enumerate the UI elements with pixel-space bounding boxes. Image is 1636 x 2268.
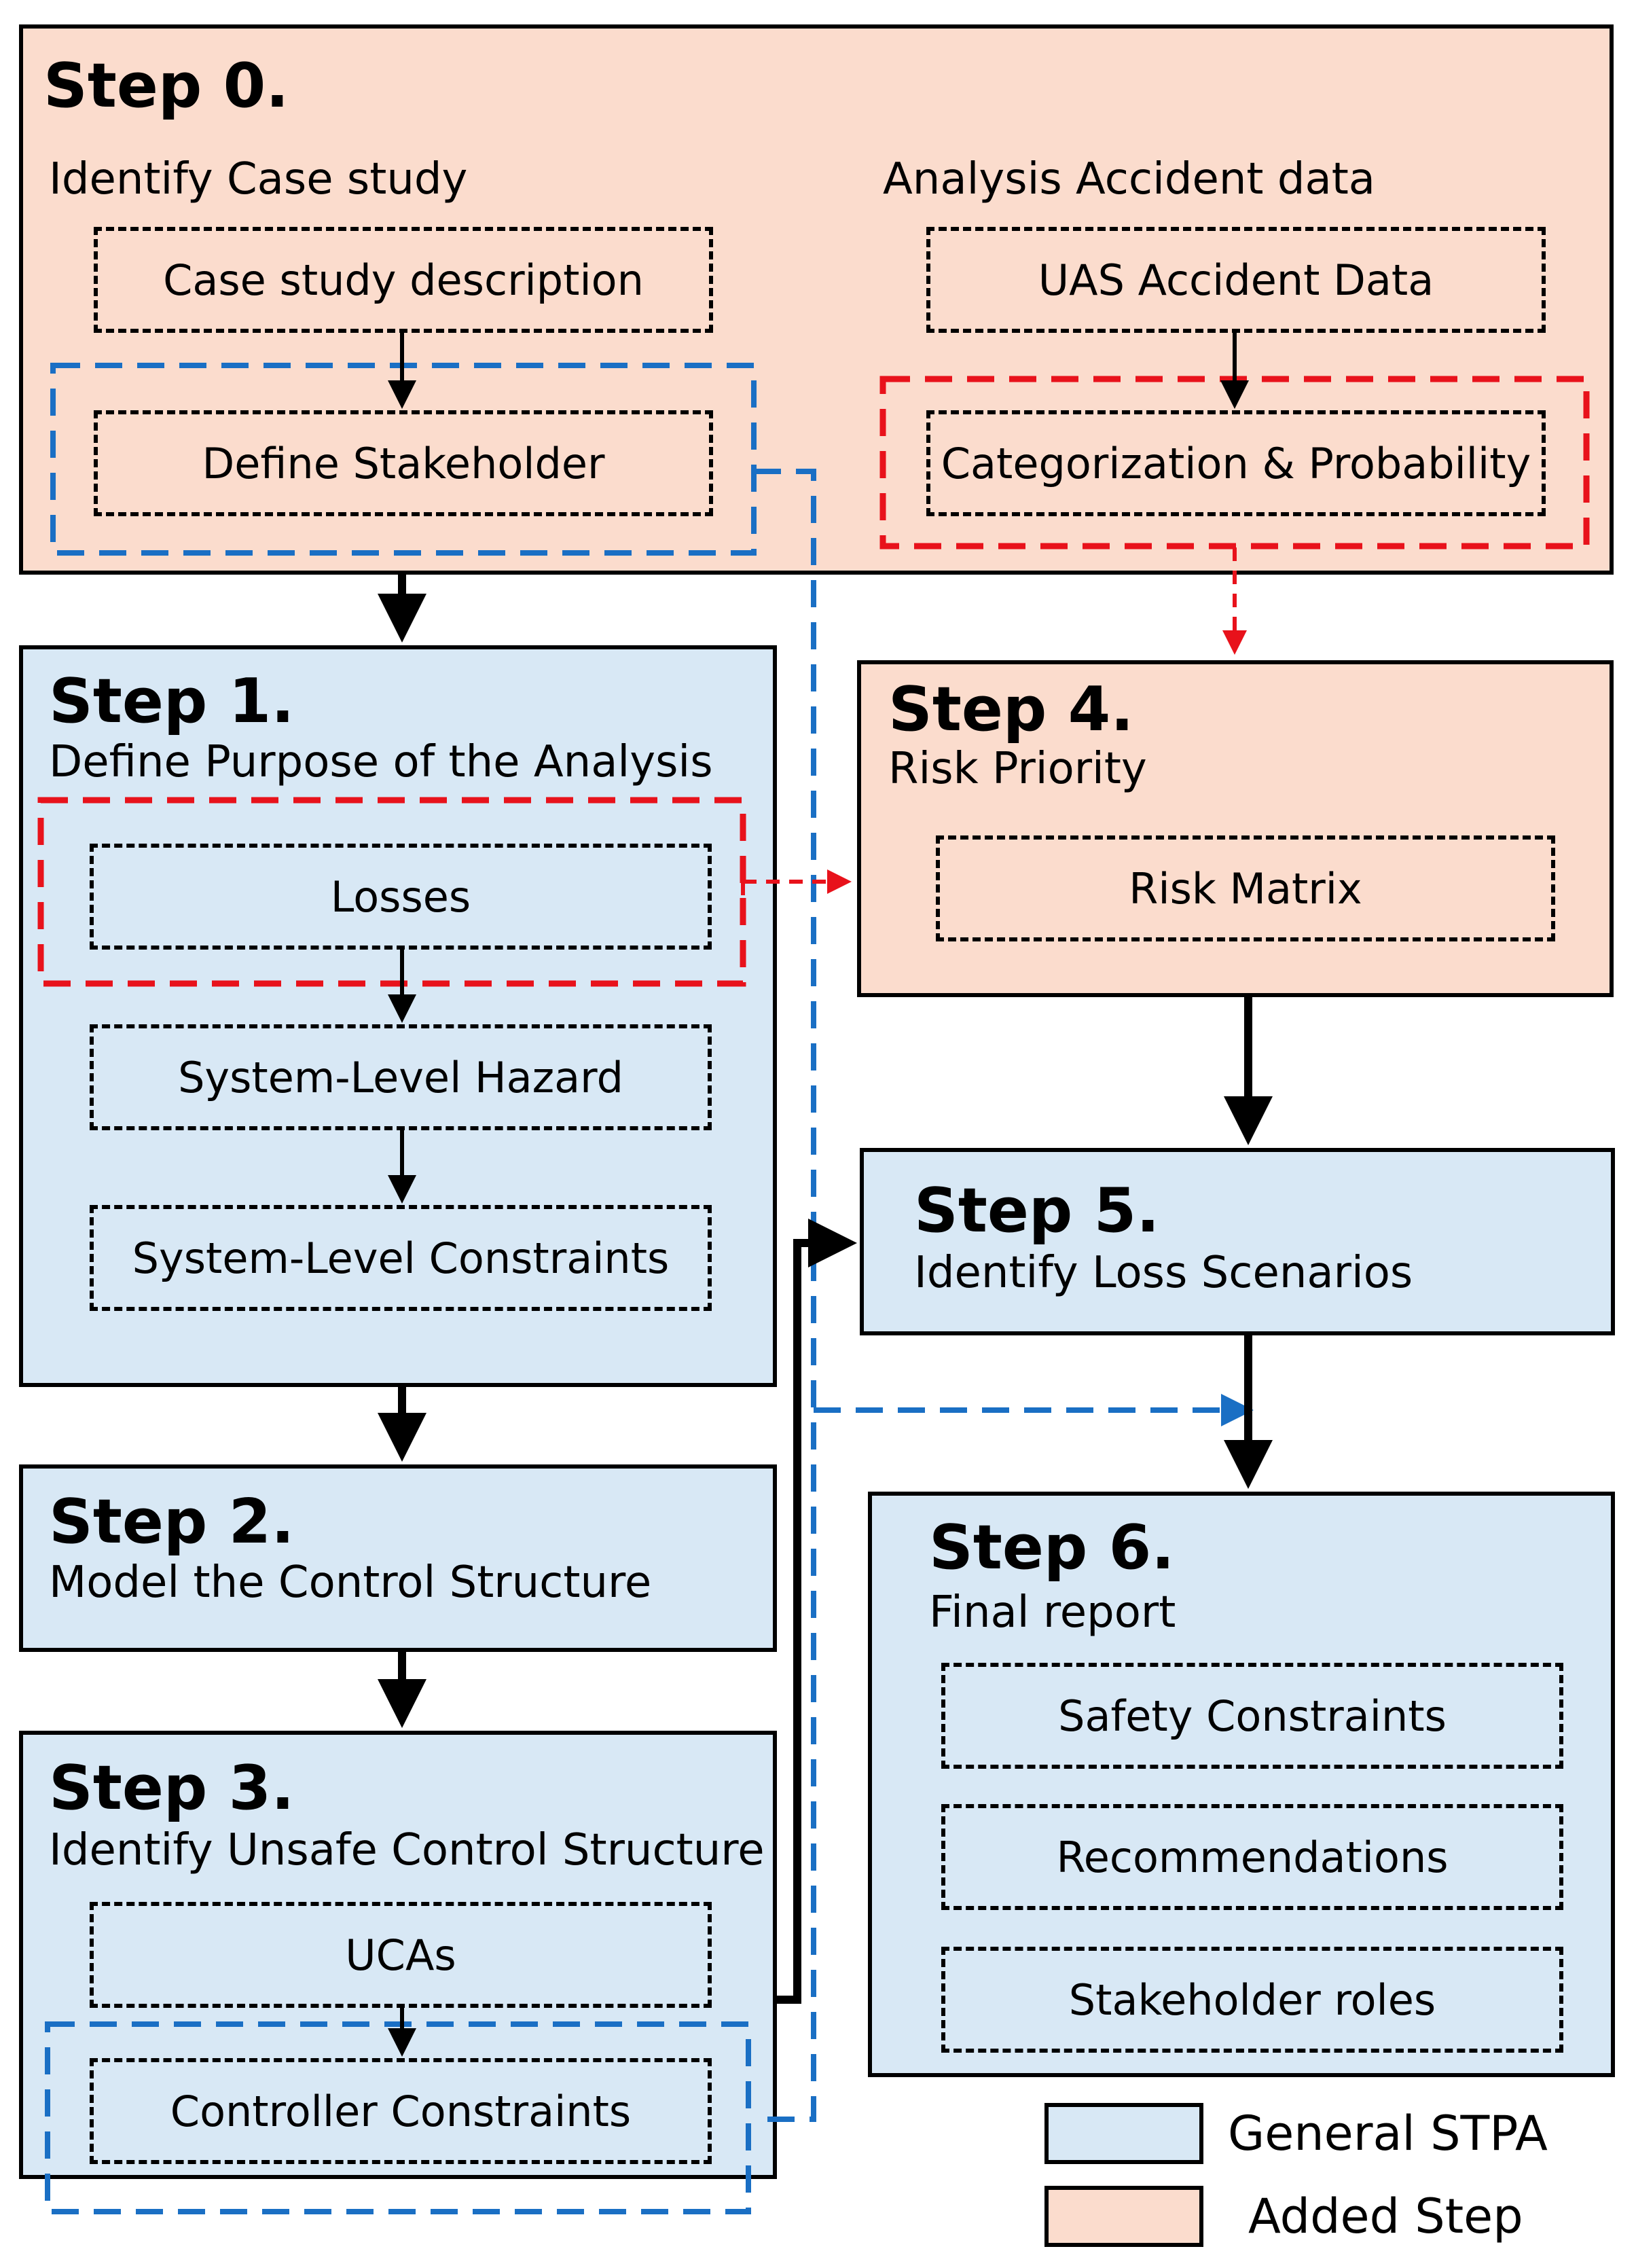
step6-title: Step 6. [929, 1512, 1175, 1583]
legend-added-swatch [1044, 2186, 1203, 2247]
step5-title: Step 5. [914, 1175, 1160, 1246]
uas-accident-data-box: UAS Accident Data [926, 227, 1546, 333]
legend-general-swatch [1044, 2103, 1203, 2164]
step2-subtitle: Model the Control Structure [49, 1558, 652, 1608]
legend-general-label: General STPA [1228, 2106, 1548, 2161]
step2-box [19, 1464, 777, 1652]
step3-title: Step 3. [49, 1752, 295, 1824]
step0-box [19, 24, 1614, 575]
categorization-probability-box: Categorization & Probability [926, 410, 1546, 516]
legend-added-label: Added Step [1248, 2189, 1523, 2244]
step5-subtitle: Identify Loss Scenarios [914, 1248, 1413, 1298]
step3-subtitle: Identify Unsafe Control Structure [49, 1825, 765, 1875]
step0-right-heading: Analysis Accident data [883, 154, 1375, 204]
system-level-constraints-box: System-Level Constraints [90, 1205, 712, 1311]
step4-title: Step 4. [888, 674, 1134, 745]
controller-blue-group [45, 2021, 751, 2214]
ucas-box: UCAs [90, 1902, 712, 2008]
step4-subtitle: Risk Priority [888, 744, 1147, 794]
recommendations-box: Recommendations [941, 1804, 1563, 1910]
step0-left-heading: Identify Case study [49, 154, 468, 204]
step1-title: Step 1. [49, 666, 295, 737]
losses-red-group [37, 797, 746, 987]
step6-subtitle: Final report [929, 1587, 1176, 1638]
step2-title: Step 2. [49, 1486, 295, 1558]
case-study-description-box: Case study description [94, 227, 713, 333]
risk-matrix-box: Risk Matrix [936, 835, 1555, 941]
blue-dashed-link-vertical [754, 469, 816, 2122]
arrow-step3-to-step5 [777, 1219, 857, 2004]
losses-box: Losses [90, 844, 712, 950]
system-level-hazard-box: System-Level Hazard [90, 1024, 712, 1130]
step3-box [19, 1731, 777, 2179]
safety-constraints-box: Safety Constraints [941, 1663, 1563, 1769]
step5-box [860, 1148, 1615, 1335]
controller-constraints-box: Controller Constraints [90, 2058, 712, 2164]
stakeholder-roles-box: Stakeholder roles [941, 1947, 1563, 2053]
step0-title: Step 0. [43, 50, 289, 122]
step6-box [868, 1492, 1615, 2077]
define-stakeholder-box: Define Stakeholder [94, 410, 713, 516]
step1-subtitle: Define Purpose of the Analysis [49, 737, 713, 787]
